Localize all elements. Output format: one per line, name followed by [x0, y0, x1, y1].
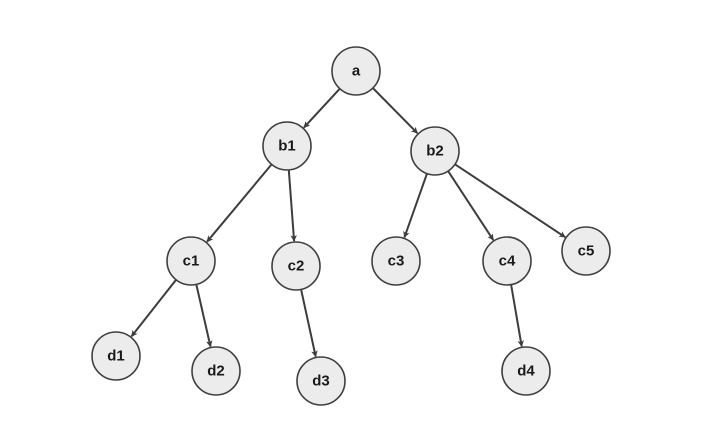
node-circle: [410, 126, 460, 176]
edge-b2-c3: [403, 173, 428, 239]
node-d4: d4: [501, 346, 551, 396]
edge-b2-c4: [447, 170, 495, 241]
node-circle: [262, 121, 312, 171]
node-circle: [296, 356, 346, 406]
edge-c1-d1: [130, 279, 177, 338]
node-label: d4: [517, 363, 535, 380]
node-label: a: [352, 63, 361, 80]
node-c3: c3: [371, 236, 421, 286]
edge-a-b1: [303, 88, 341, 129]
node-label: c2: [288, 258, 305, 275]
node-b1: b1: [262, 121, 312, 171]
nodes-layer: a b1 b2 c1 c2 c3 c4 c5 d1 d2 d3 d4: [91, 46, 611, 406]
node-label: c1: [183, 253, 200, 270]
edge-c4-d4: [510, 284, 524, 348]
node-d2: d2: [191, 346, 241, 396]
node-circle: [91, 331, 141, 381]
node-d3: d3: [296, 356, 346, 406]
edge-a-b2: [372, 87, 419, 134]
node-label: d2: [207, 363, 225, 380]
node-circle: [482, 236, 532, 286]
node-circle: [561, 226, 611, 276]
node-c5: c5: [561, 226, 611, 276]
node-c2: c2: [271, 241, 321, 291]
node-c1: c1: [166, 236, 216, 286]
node-label: b1: [278, 138, 296, 155]
edge-b1-c1: [206, 163, 273, 243]
node-label: d1: [107, 348, 125, 365]
node-a: a: [331, 46, 381, 96]
node-d1: d1: [91, 331, 141, 381]
node-circle: [166, 236, 216, 286]
node-circle: [371, 236, 421, 286]
edge-b1-c2: [287, 169, 297, 242]
node-label: d3: [312, 373, 330, 390]
node-label: c5: [578, 243, 595, 260]
node-c4: c4: [482, 236, 532, 286]
edge-c1-d2: [195, 284, 213, 348]
node-circle: [331, 46, 381, 96]
node-circle: [271, 241, 321, 291]
node-b2: b2: [410, 126, 460, 176]
node-circle: [191, 346, 241, 396]
edges-layer: [130, 87, 566, 358]
node-label: b2: [426, 143, 444, 160]
node-label: c4: [499, 253, 516, 270]
edge-c2-d3: [300, 289, 318, 358]
node-label: c3: [388, 253, 405, 270]
node-circle: [501, 346, 551, 396]
edge-b2-c5: [454, 163, 566, 239]
